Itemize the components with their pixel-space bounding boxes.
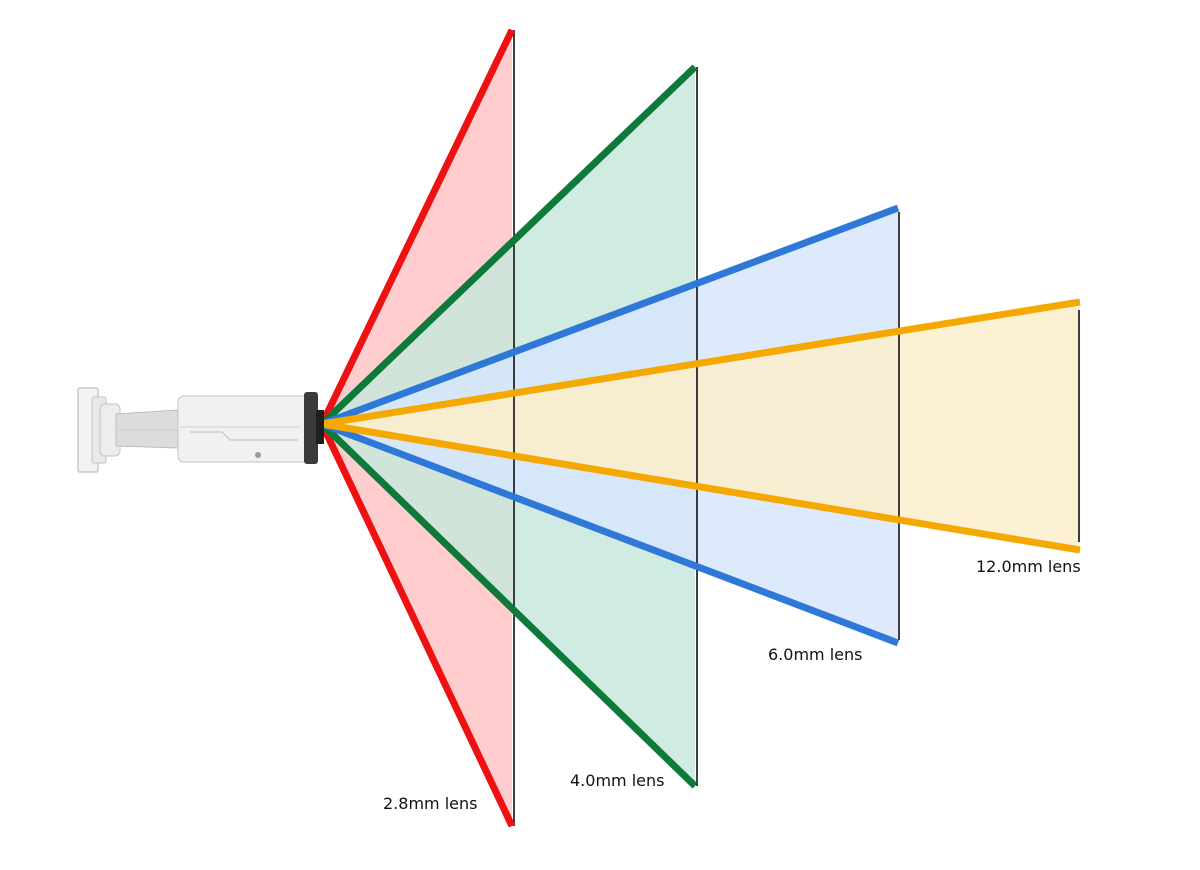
fov-end-lines (513, 30, 1080, 826)
fov-area-12-0mm (322, 302, 1080, 550)
lens-label-4-0mm: 4.0mm lens (570, 771, 664, 790)
fov-edge-bottom-4-0mm (319, 421, 698, 789)
bullet-camera-icon (77, 387, 324, 473)
fov-areas (322, 30, 1080, 826)
lens-label-12-0mm: 12.0mm lens (976, 557, 1081, 576)
lens-label-2-8mm: 2.8mm lens (383, 794, 477, 813)
fov-edge-bottom-2-8mm (318, 422, 516, 828)
fov-edge-top-6-0mm (320, 204, 900, 428)
fov-edge-top-12-0mm (321, 298, 1081, 428)
fov-edge-top-2-8mm (318, 28, 516, 426)
fov-edge-top-4-0mm (319, 64, 698, 427)
fov-edge-bottom-6-0mm (320, 420, 900, 647)
fov-edge-bottom-12-0mm (321, 420, 1081, 554)
fov-edges (318, 28, 1081, 828)
lens-labels: 2.8mm lens 4.0mm lens 6.0mm lens 12.0mm … (383, 557, 1081, 813)
lens-label-6-0mm: 6.0mm lens (768, 645, 862, 664)
